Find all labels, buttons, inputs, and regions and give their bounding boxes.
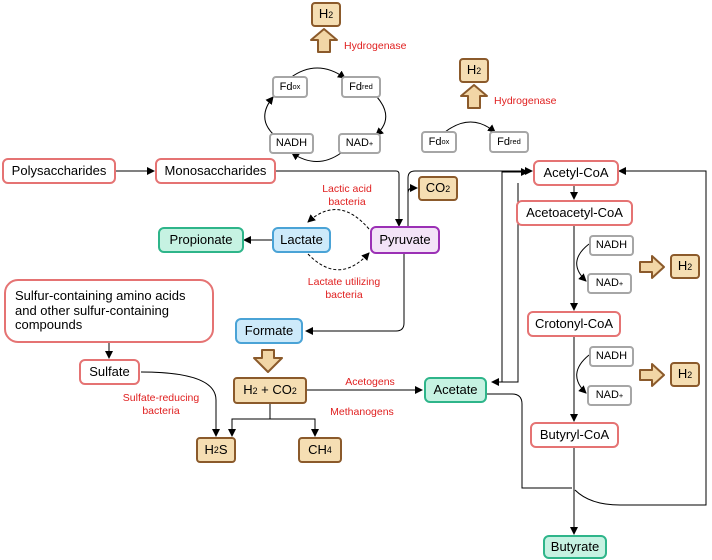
propionate-node: Propionate xyxy=(158,227,244,253)
fd-ox-text: Fd xyxy=(279,80,293,93)
arrow-nadh-to-fdox xyxy=(264,96,275,136)
lactic-acid-bacteria-label: Lactic acid bacteria xyxy=(322,183,372,208)
hollow-arrow-right-2 xyxy=(639,363,665,387)
hollow-arrow-up-left xyxy=(310,28,338,53)
arrow-pyruvate-to-acetylcoa xyxy=(407,167,533,226)
methanogens-label: Methanogens xyxy=(330,406,394,418)
nadh-node-top: NADH xyxy=(269,133,314,154)
sulfur-compounds-node: Sulfur-containing amino acids and other … xyxy=(4,279,214,343)
nadh-text: NADH xyxy=(275,137,308,150)
arrow-mono-to-pyruvate xyxy=(276,170,403,227)
fd-ox-text: Fd xyxy=(428,135,442,148)
hydrogenase-label-right: Hydrogenase xyxy=(494,95,557,107)
crotonyl-coa-node: Crotonyl-CoA xyxy=(527,311,621,337)
butyrate-text: Butyrate xyxy=(550,538,600,554)
h2-text: H xyxy=(318,6,329,22)
h2s-s-text: S xyxy=(218,441,228,457)
polysaccharides-node: Polysaccharides xyxy=(2,158,116,184)
arrow-acetate-to-acetylcoa xyxy=(501,168,529,382)
nadh-node-2: NADH xyxy=(589,346,634,367)
propionate-text: Propionate xyxy=(169,231,233,247)
butyryl-coa-text: Butyryl-CoA xyxy=(539,426,610,442)
arrow-sulfate-to-h2s xyxy=(140,371,220,437)
nadh-text: NADH xyxy=(595,350,628,363)
arrow-h2co2-to-h2s xyxy=(228,404,271,437)
arrow-fdred-to-nadplus xyxy=(375,96,387,136)
lactate-text: Lactate xyxy=(280,231,323,247)
arrow-fdox-to-fdred xyxy=(289,67,346,79)
arrow-acetate-to-butyrate xyxy=(487,393,572,489)
arrow-lactate-to-pyruvate-dashed xyxy=(307,252,370,271)
arrow-fdox-to-fdred-right xyxy=(444,121,496,133)
h2-text: H xyxy=(677,366,688,382)
arrow-nadplus-to-nadh xyxy=(291,152,342,162)
acetyl-coa-text: Acetyl-CoA xyxy=(543,164,609,180)
sulfur-compounds-text: Sulfur-containing amino acids and other … xyxy=(15,287,186,333)
polysaccharides-text: Polysaccharides xyxy=(11,162,107,178)
formate-text: Formate xyxy=(244,322,294,338)
acetyl-coa-node: Acetyl-CoA xyxy=(533,160,619,186)
lactate-node: Lactate xyxy=(272,227,331,253)
h2s-h-text: H xyxy=(204,441,214,457)
nad-plus-text: NAD xyxy=(595,277,619,290)
h2-co2-rest-text: + CO xyxy=(257,382,292,398)
nad-plus-node-1: NAD+ xyxy=(587,273,632,294)
sulfate-node: Sulfate xyxy=(79,359,140,385)
butyryl-coa-node: Butyryl-CoA xyxy=(530,422,619,448)
acetoacetyl-coa-node: Acetoacetyl-CoA xyxy=(516,200,633,226)
acetate-node: Acetate xyxy=(424,377,487,403)
h2-co2-h-text: H xyxy=(243,382,253,398)
nad-plus-node-top: NAD+ xyxy=(338,133,381,154)
h2-text: H xyxy=(466,62,477,78)
hollow-arrow-down-formate xyxy=(253,349,283,373)
nad-plus-node-2: NAD+ xyxy=(587,385,632,406)
co2-text: CO xyxy=(425,180,446,196)
h2-text: H xyxy=(677,258,688,274)
arrow-pyruvate-to-lactate-dashed xyxy=(307,209,370,230)
nad-plus-text: NAD xyxy=(595,389,619,402)
arrow-nadh-nad-2 xyxy=(576,354,590,394)
arrow-pyruvate-to-formate xyxy=(305,254,405,335)
nad-plus-text: NAD xyxy=(345,137,369,150)
crotonyl-coa-text: Crotonyl-CoA xyxy=(534,315,614,331)
ch4-text: CH xyxy=(308,441,327,457)
acetoacetyl-coa-text: Acetoacetyl-CoA xyxy=(526,204,623,220)
lactate-utilizing-bacteria-label: Lactate utilizing bacteria xyxy=(307,276,381,301)
nadh-node-1: NADH xyxy=(589,235,634,256)
fd-red-text: Fd xyxy=(349,80,363,93)
hollow-arrow-up-right xyxy=(460,84,488,109)
acetogens-label: Acetogens xyxy=(345,376,395,388)
formate-node: Formate xyxy=(235,318,303,344)
acetate-text: Acetate xyxy=(433,381,478,397)
hydrogenase-label-left: Hydrogenase xyxy=(344,40,407,52)
monosaccharides-node: Monosaccharides xyxy=(155,158,276,184)
sulfate-reducing-bacteria-label: Sulfate-reducing bacteria xyxy=(122,392,200,417)
butyrate-node: Butyrate xyxy=(543,535,607,559)
monosaccharides-text: Monosaccharides xyxy=(164,162,267,178)
pyruvate-node: Pyruvate xyxy=(370,226,440,254)
nadh-text: NADH xyxy=(595,239,628,252)
hollow-arrow-right-1 xyxy=(639,255,665,279)
arrow-acetylcoa-to-acetate xyxy=(491,183,519,386)
arrow-nadh-nad-1 xyxy=(576,243,590,282)
sulfate-text: Sulfate xyxy=(89,363,130,379)
arrow-pyruvate-to-co2 xyxy=(407,184,418,226)
arrow-h2co2-to-ch4 xyxy=(270,418,319,437)
arrow-loop-back-to-acetylcoa xyxy=(574,167,707,506)
fd-red-text: Fd xyxy=(497,135,511,148)
pyruvate-text: Pyruvate xyxy=(379,231,431,247)
